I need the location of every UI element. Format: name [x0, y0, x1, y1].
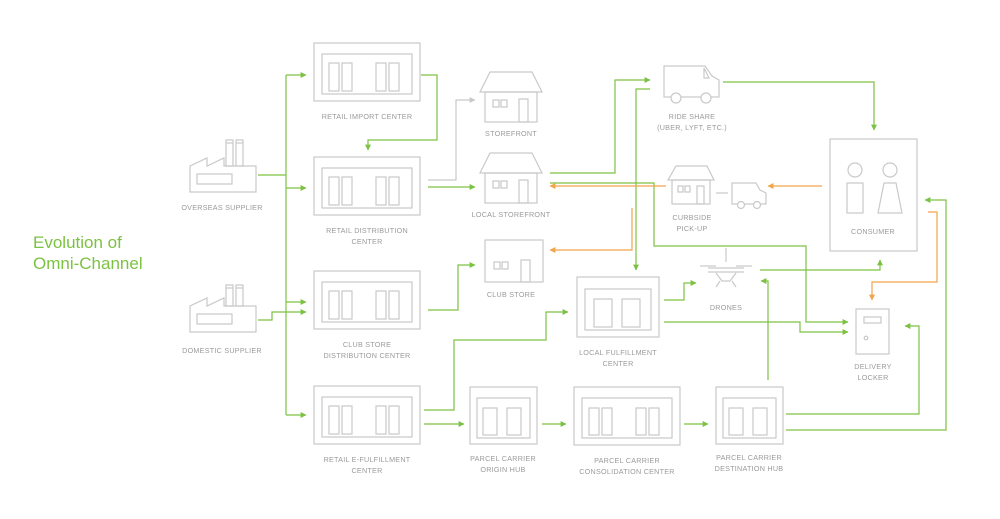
- return-consumer-to-locker: [869, 211, 938, 301]
- club-store-dc-warehouse-icon: [313, 270, 421, 330]
- connectors: [258, 72, 947, 431]
- drones-label-line1: DRONES: [709, 303, 743, 312]
- retail-efulfillment-label-line1: RETAIL E-FULFILLMENT: [323, 455, 411, 464]
- local-storefront-store-icon: [479, 152, 543, 204]
- flow-distribution-to-storefront: [428, 97, 476, 181]
- retail-efulfillment-label-line2: CENTER: [351, 466, 383, 475]
- consumer-label-line1: CONSUMER: [851, 227, 895, 236]
- delivery-locker-icon: [855, 308, 890, 355]
- curbside-pickup-icon: [666, 165, 767, 210]
- delivery-locker-label: DELIVERY LOCKER: [854, 361, 891, 383]
- parcel-destination-hub-label: PARCEL CARRIER DESTINATION HUB: [715, 452, 784, 474]
- parcel-origin-hub-label: PARCEL CARRIER ORIGIN HUB: [470, 453, 536, 475]
- domestic-supplier-label: DOMESTIC SUPPLIER: [182, 345, 262, 356]
- retail-distribution-center-label-line2: CENTER: [351, 237, 383, 246]
- club-store-label: CLUB STORE: [487, 289, 535, 300]
- flow-destination-to-consumer: [786, 197, 947, 431]
- title-line-2: Omni-Channel: [33, 254, 143, 273]
- retail-import-center-label-line1: RETAIL IMPORT CENTER: [321, 112, 413, 121]
- parcel-destination-hub-warehouse-icon: [715, 386, 784, 445]
- parcel-origin-hub-label-line1: PARCEL CARRIER: [470, 454, 536, 463]
- flow-destination-to-locker: [786, 323, 920, 415]
- flow-domestic-supplier-bus: [258, 309, 307, 321]
- storefront-store-icon: [479, 71, 543, 123]
- storefront-label: STOREFRONT: [485, 128, 537, 139]
- return-local-storefront-to-clubstore: [549, 208, 633, 253]
- drones-label: DRONES: [710, 302, 742, 313]
- consumer-people-icon: [829, 138, 918, 252]
- overseas-supplier-factory-icon: [189, 139, 257, 193]
- club-store-label-line1: CLUB STORE: [486, 290, 536, 299]
- flow-local-storefront-to-ride-share: [550, 77, 651, 174]
- retail-import-center-label: RETAIL IMPORT CENTER: [322, 111, 413, 122]
- ride-share-label-line1: RIDE SHARE: [668, 112, 716, 121]
- parcel-consolidation-label-line1: PARCEL CARRIER: [594, 456, 660, 465]
- flow-clubdc-to-clubstore: [428, 262, 476, 311]
- overseas-supplier-label: OVERSEAS SUPPLIER: [181, 202, 262, 213]
- consumer-label: CONSUMER: [851, 226, 895, 237]
- parcel-consolidation-label: PARCEL CARRIER CONSOLIDATION CENTER: [579, 455, 675, 477]
- title-line-1: Evolution of: [33, 233, 122, 252]
- domestic-supplier-factory-icon: [189, 284, 257, 333]
- retail-import-center-warehouse-icon: [313, 42, 421, 102]
- parcel-consolidation-warehouse-icon: [573, 386, 681, 446]
- retail-efulfillment-warehouse-icon: [313, 385, 421, 445]
- curbside-pickup-label-line1: CURBSIDE: [672, 213, 712, 222]
- delivery-locker-label-line2: LOCKER: [857, 373, 889, 382]
- delivery-locker-label-line1: DELIVERY: [854, 362, 892, 371]
- flow-ride-share-to-consumer: [723, 81, 877, 131]
- ride-share-van-icon: [663, 65, 720, 104]
- flow-local-fulfillment-to-locker: [664, 321, 849, 335]
- local-fulfillment-label-line1: LOCAL FULFILLMENT: [579, 348, 657, 357]
- diagram-title: Evolution of Omni-Channel: [33, 232, 143, 274]
- club-store-dc-label: CLUB STORE DISTRIBUTION CENTER: [323, 339, 410, 361]
- flow-local-fulfillment-to-drones: [664, 280, 697, 301]
- club-store-dc-label-line2: DISTRIBUTION CENTER: [323, 351, 411, 360]
- parcel-consolidation-label-line2: CONSOLIDATION CENTER: [579, 467, 675, 476]
- local-storefront-label-line1: LOCAL STOREFRONT: [471, 210, 551, 219]
- parcel-origin-hub-label-line2: ORIGIN HUB: [480, 465, 526, 474]
- parcel-destination-hub-label-line1: PARCEL CARRIER: [716, 453, 782, 462]
- drone-icon: [700, 265, 752, 288]
- local-storefront-label: LOCAL STOREFRONT: [472, 209, 551, 220]
- local-fulfillment-warehouse-icon: [576, 276, 660, 338]
- storefront-label-line1: STOREFRONT: [485, 129, 537, 138]
- flow-drones-to-consumer: [760, 259, 883, 271]
- retail-distribution-center-warehouse-icon: [313, 156, 421, 216]
- curbside-pickup-label-line2: PICK-UP: [676, 224, 708, 233]
- ride-share-label: RIDE SHARE (UBER, LYFT, ETC.): [657, 111, 727, 133]
- domestic-supplier-label-line1: DOMESTIC SUPPLIER: [182, 346, 262, 355]
- local-fulfillment-label-line2: CENTER: [602, 359, 634, 368]
- local-fulfillment-label: LOCAL FULFILLMENT CENTER: [579, 347, 657, 369]
- flow-efulfillment-to-local-fulfillment: [424, 309, 569, 411]
- flow-local-storefront-to-locker: [550, 182, 849, 325]
- parcel-origin-hub-warehouse-icon: [469, 386, 538, 445]
- retail-distribution-center-label: RETAIL DISTRIBUTION CENTER: [326, 225, 408, 247]
- retail-distribution-center-label-line1: RETAIL DISTRIBUTION: [326, 226, 408, 235]
- flow-destination-to-drones: [760, 278, 769, 380]
- parcel-destination-hub-label-line2: DESTINATION HUB: [714, 464, 784, 473]
- ride-share-label-line2: (UBER, LYFT, ETC.): [657, 123, 727, 132]
- retail-efulfillment-label: RETAIL E-FULFILLMENT CENTER: [324, 454, 411, 476]
- flow-ride-share-to-local-fulfillment: [633, 88, 650, 271]
- club-store-dc-label-line1: CLUB STORE: [342, 340, 392, 349]
- overseas-supplier-label-line1: OVERSEAS SUPPLIER: [181, 203, 263, 212]
- curbside-pickup-label: CURBSIDE PICK-UP: [672, 212, 711, 234]
- club-store-store-icon: [484, 239, 544, 283]
- flow-import-to-distribution: [365, 74, 438, 151]
